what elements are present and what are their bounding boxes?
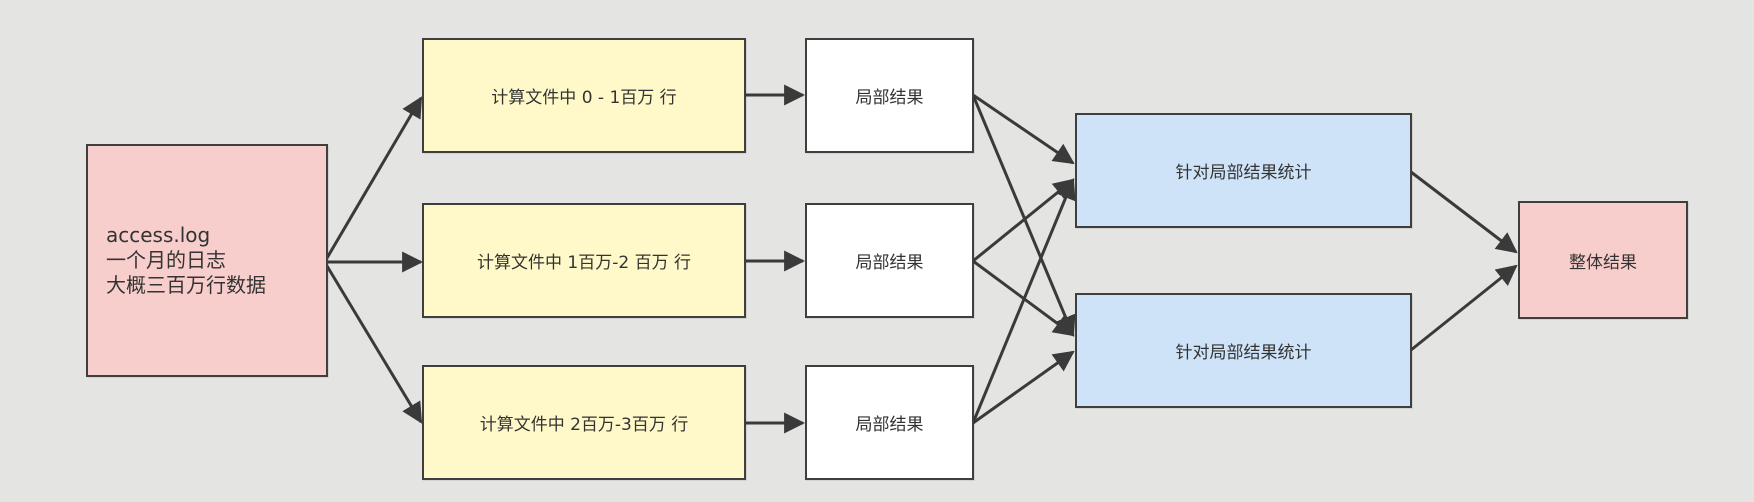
source-node-text: access.log 一个月的日志 大概三百万行数据	[106, 223, 266, 298]
edge-stats1-final	[1410, 170, 1518, 254]
edge-partial3-stats2	[972, 350, 1075, 425]
partial-result-node-2-label: 局部结果	[855, 253, 924, 273]
partial-result-node-2: 局部结果	[805, 203, 974, 318]
stats-node-1: 针对局部结果统计	[1075, 113, 1412, 228]
partial-result-node-1-label: 局部结果	[855, 88, 924, 108]
edge-partial2-stats1	[972, 178, 1075, 263]
compute-node-1-label: 计算文件中 0 - 1百万 行	[491, 88, 677, 108]
stats-node-2-label: 针对局部结果统计	[1175, 343, 1312, 363]
edge-partial1-stats1	[972, 93, 1075, 165]
edge-partial1-stats2	[971, 94, 1076, 337]
source-node-access-log: access.log 一个月的日志 大概三百万行数据	[86, 144, 328, 377]
compute-node-3: 计算文件中 2百万-3百万 行	[422, 365, 746, 480]
partial-result-node-3: 局部结果	[805, 365, 974, 480]
source-line-period: 一个月的日志	[106, 248, 226, 272]
edge-source-compute-1	[325, 96, 423, 259]
edge-stats2-final	[1410, 264, 1518, 352]
compute-node-3-label: 计算文件中 2百万-3百万 行	[479, 415, 689, 435]
partial-result-node-3-label: 局部结果	[855, 415, 924, 435]
source-line-filename: access.log	[106, 223, 211, 247]
final-result-node-label: 整体结果	[1569, 252, 1637, 273]
partial-result-node-1: 局部结果	[805, 38, 974, 153]
stats-node-1-label: 针对局部结果统计	[1175, 163, 1312, 183]
edge-partial3-stats1	[971, 178, 1076, 424]
compute-node-2: 计算文件中 1百万-2 百万 行	[422, 203, 746, 318]
stats-node-2: 针对局部结果统计	[1075, 293, 1412, 408]
edge-source-compute-3	[325, 265, 423, 424]
final-result-node: 整体结果	[1518, 201, 1688, 319]
source-line-size: 大概三百万行数据	[106, 273, 266, 297]
compute-node-1: 计算文件中 0 - 1百万 行	[422, 38, 746, 153]
compute-node-2-label: 计算文件中 1百万-2 百万 行	[477, 253, 691, 273]
